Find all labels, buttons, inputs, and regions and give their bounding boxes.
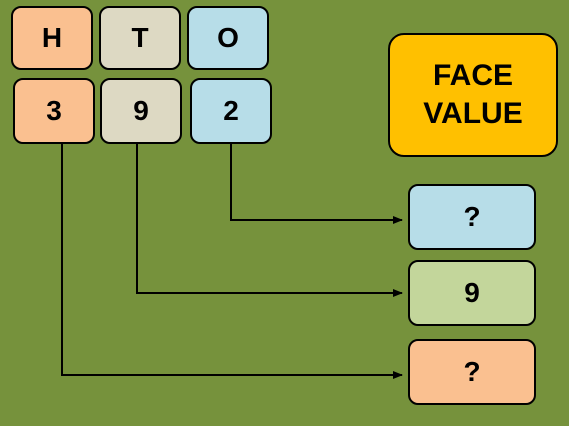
ones-digit: 2 — [190, 78, 272, 144]
hundreds-header: H — [11, 6, 93, 70]
ones-arrow — [230, 144, 403, 224]
title-line-1: FACE — [432, 59, 513, 92]
tens-digit: 9 — [100, 78, 182, 144]
tens-header: T — [99, 6, 181, 70]
hundreds-digit: 3 — [13, 78, 95, 144]
face-value-title: FACE VALUE — [388, 33, 558, 157]
tens-face-value-box: 9 — [408, 260, 536, 326]
title-line-2: VALUE — [423, 97, 523, 130]
hundreds-arrow — [61, 144, 403, 379]
ones-face-value-box: ? — [408, 184, 536, 250]
hundreds-face-value-box: ? — [408, 339, 536, 405]
ones-header: O — [187, 6, 269, 70]
tens-arrow — [136, 144, 403, 297]
